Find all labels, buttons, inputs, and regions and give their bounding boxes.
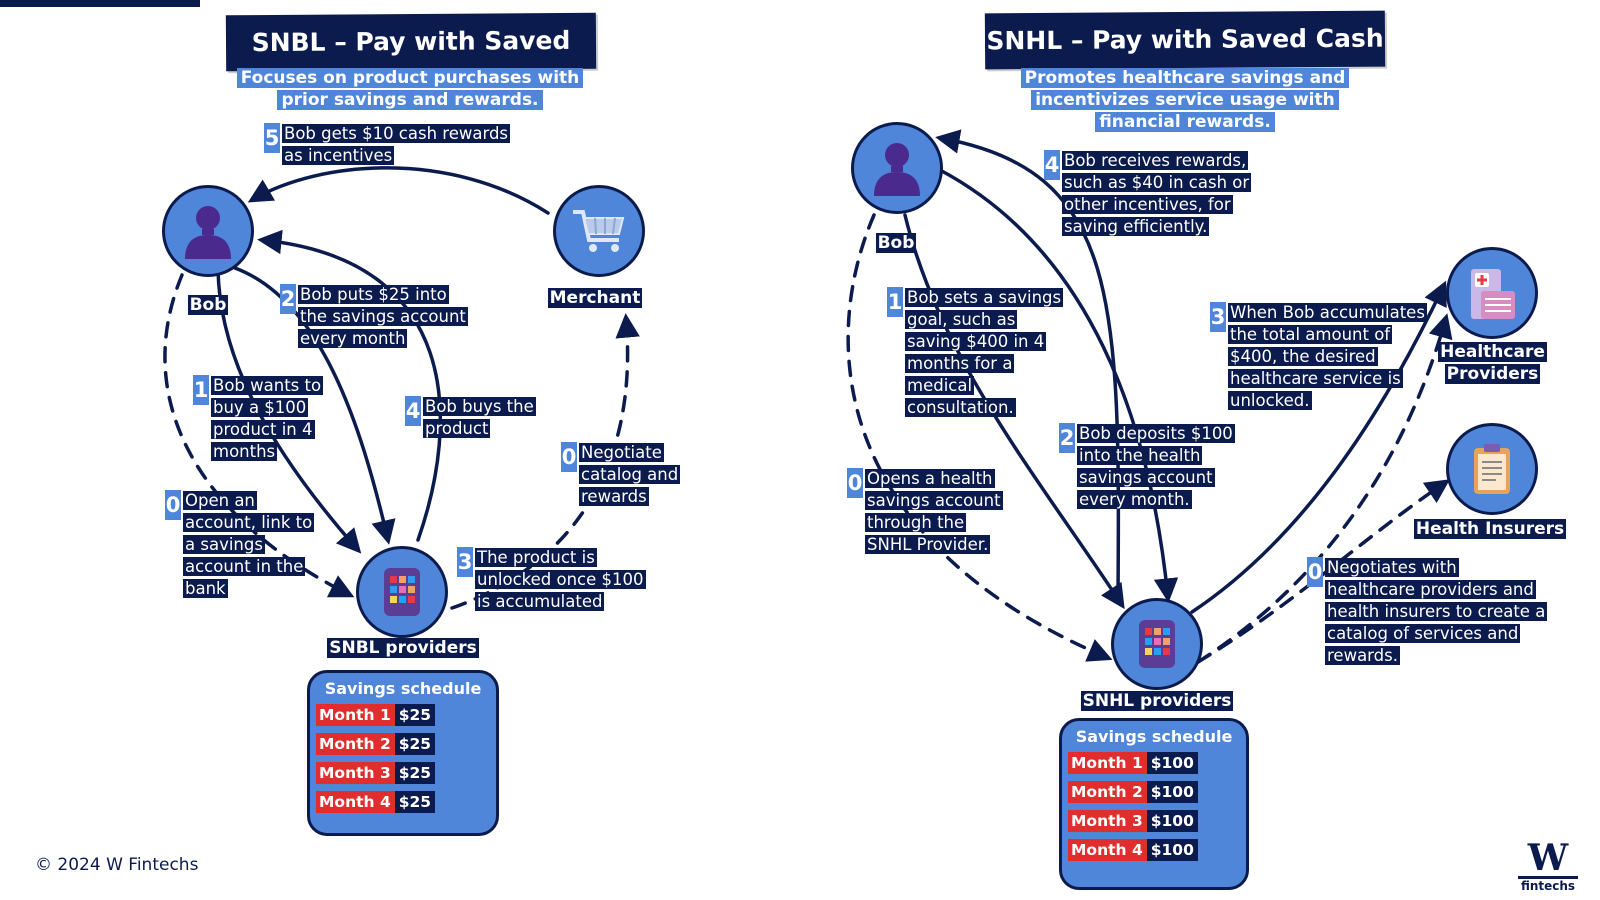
schedule-row: Month 4$25 [316,791,496,813]
w-fintechs-logo: W fintechs [1518,840,1578,893]
left-step-5: 5 Bob gets $10 cash rewards as incentive… [264,123,511,165]
snhl-providers-node [1111,598,1203,690]
bob-label-right: Bob [875,233,917,253]
arrow-providers-to-healthcare-dashed [1196,313,1453,664]
arrow-bob-to-providers-dashed [846,213,1113,662]
schedule-title: Savings schedule [324,679,482,698]
arrow-bob-to-providers-step1 [903,213,1125,610]
schedule-row: Month 1$100 [1068,752,1246,774]
snbl-providers-label: SNBL providers [327,638,479,658]
merchant-label: Merchant [547,288,643,308]
logo-text: fintechs [1518,876,1578,893]
user-icon [874,143,920,196]
left-step-3: 3 The product is unlocked once $100 is a… [457,547,646,611]
schedule-row: Month 1$25 [316,704,496,726]
copyright-text: © 2024 W Fintechs [35,855,199,875]
arrow-providers-to-bob-step4 [257,229,443,542]
bob-node-right [851,122,943,214]
schedule-row: Month 2$100 [1068,781,1246,803]
phone-app-icon [384,568,420,616]
arrow-bob-to-providers-step2 [233,266,396,545]
snhl-providers-label: SNHL providers [1080,691,1234,711]
right-step-1: 1 Bob sets a savings goal, such as savin… [887,287,1064,417]
clipboard-document-icon [1474,444,1510,494]
logo-letter: W [1527,837,1569,879]
left-step-1: 1 Bob wants to buy a $100 product in 4 m… [193,375,324,461]
right-step-2: 2 Bob deposits $100 into the health savi… [1059,423,1235,509]
schedule-row: Month 4$100 [1068,839,1246,861]
arrow-merchant-to-bob [247,166,550,215]
right-step-0-open-account: 0 Opens a health savings account through… [847,468,1003,554]
right-title: SNHL – Pay with Saved Cash [984,10,1386,70]
arrow-providers-to-merchant-dashed [450,313,640,610]
bob-label: Bob [187,295,229,315]
merchant-node [553,185,645,277]
schedule-row: Month 3$25 [316,762,496,784]
hospital-building-icon [1471,269,1515,319]
left-step-0-negotiate: 0 Negotiate catalog and rewards [561,442,681,506]
schedule-row: Month 3$100 [1068,810,1246,832]
schedule-title: Savings schedule [1075,727,1233,746]
health-insurers-label: Health Insurers [1413,519,1567,539]
left-subtitle: Focuses on product purchases with prior … [230,67,590,111]
arrow-bob-to-providers-step2 [938,168,1179,603]
healthcare-providers-label: Healthcare Providers [1438,342,1547,384]
snbl-providers-node [356,546,448,638]
user-icon [185,206,231,259]
right-subtitle: Promotes healthcare savings and incentiv… [1020,67,1350,133]
left-step-4: 4 Bob buys the product [405,396,536,438]
left-savings-schedule: Savings schedule Month 1$25 Month 2$25 M… [307,670,499,836]
left-title: SNBL – Pay with Saved Cash [225,12,597,112]
bob-node [162,185,254,277]
arrow-providers-to-healthcare [1190,280,1447,614]
shopping-cart-icon [573,210,625,252]
schedule-row: Month 2$25 [316,733,496,755]
right-savings-schedule: Savings schedule Month 1$100 Month 2$100… [1059,718,1249,890]
right-step-4: 4 Bob receives rewards, such as $40 in c… [1044,150,1252,236]
right-step-0-negotiate: 0 Negotiates with healthcare providers a… [1307,557,1548,665]
left-step-0-open-account: 0 Open an account, link to a savings acc… [165,490,315,598]
phone-app-icon [1139,620,1175,668]
top-accent-bar [0,0,200,7]
right-step-3: 3 When Bob accumulates the total amount … [1210,302,1427,410]
healthcare-providers-node [1446,247,1538,339]
health-insurers-node [1446,423,1538,515]
left-step-2: 2 Bob puts $25 into the savings account … [280,284,468,348]
